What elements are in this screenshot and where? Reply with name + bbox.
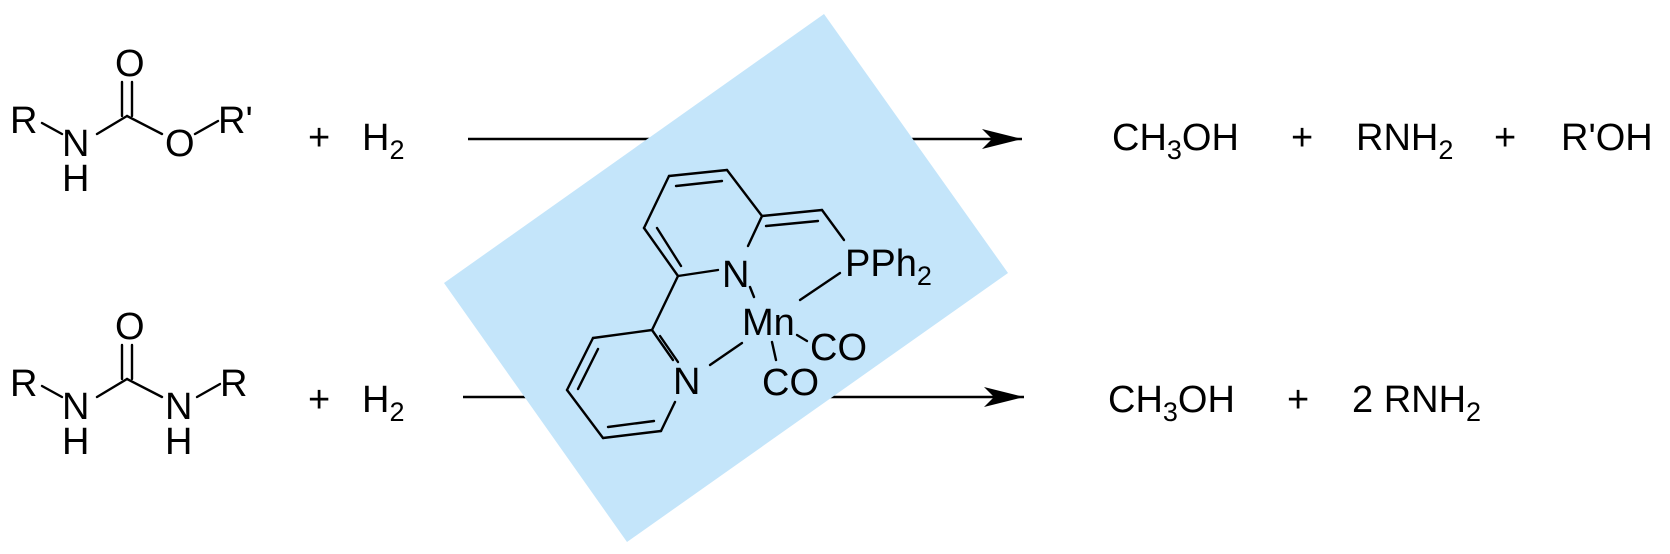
bond-ring1-inner [674, 179, 724, 188]
atom-manganese: Mn [742, 302, 795, 344]
bond-n-c [95, 114, 129, 136]
atom-o-carbonyl: O [115, 43, 145, 85]
bond-ring2-inner [576, 347, 600, 391]
bond-ring1 [676, 268, 720, 278]
hydrogen-reagent: H2 [362, 117, 404, 165]
product-methanol: CH3OH [1112, 117, 1239, 165]
bond-c-n-right [125, 377, 164, 399]
plus-sign: + [1494, 117, 1516, 159]
bond-ring1 [725, 168, 764, 218]
atom-n-pyridine-lower: N [673, 361, 700, 403]
catalyst-backdrop [444, 14, 1008, 542]
bond-c-o-ester [125, 114, 164, 136]
bond-biaryl [650, 274, 680, 332]
plus-sign: + [308, 117, 330, 159]
atom-r-left: R [10, 363, 37, 405]
bond-ring2 [565, 336, 595, 392]
bond-mn-co [770, 340, 778, 362]
atom-r-prime: R' [218, 100, 253, 142]
bond-n-c-left [95, 377, 129, 399]
bond-ring1 [642, 226, 680, 278]
bond-exocyclic-inner [764, 219, 820, 228]
bond-c-p [820, 208, 846, 242]
bond-ring2-inner [658, 334, 680, 364]
atom-h: H [62, 158, 89, 200]
atom-o-ester: O [165, 123, 195, 165]
bond-ring1 [667, 168, 729, 178]
plus-sign: + [1287, 379, 1309, 421]
product-alcohol: R'OH [1561, 117, 1653, 159]
hydrogen-reagent: H2 [362, 379, 404, 427]
bond-ring2 [601, 429, 663, 440]
product-amine: RNH2 [1356, 117, 1453, 165]
ligand-carbonyl: CO [810, 327, 867, 369]
atom-phosphine: PPh2 [845, 243, 932, 291]
carbamate-structure: R N H O O R' [10, 43, 253, 200]
atom-n-left: N [62, 386, 89, 428]
atom-n-right: N [165, 386, 192, 428]
atom-r-right: R [220, 363, 247, 405]
bond-ring2 [650, 328, 675, 362]
bond-r-n-left [40, 384, 64, 399]
atom-n-pyridine-upper: N [722, 254, 749, 296]
bond-mn-co [795, 333, 809, 343]
bond-ring2 [565, 388, 605, 440]
bond-ring1 [642, 174, 671, 230]
bond-r-n [40, 121, 64, 136]
bond-ring2 [659, 400, 677, 433]
bond-o-r [193, 119, 220, 136]
atom-r-left: R [10, 100, 37, 142]
bond-ring1 [746, 214, 764, 248]
bond-mn-n-upper [748, 285, 756, 299]
bond-n-r-right [195, 382, 222, 399]
bond-mn-p [798, 271, 842, 302]
bond-mn-n-lower [708, 341, 744, 367]
urea-structure: R N H O N H R [10, 306, 247, 463]
atom-h-right: H [165, 421, 192, 463]
bond-ring1-inner [655, 226, 683, 268]
plus-sign: + [1291, 117, 1313, 159]
product-amine: 2 RNH2 [1352, 379, 1481, 427]
atom-n: N [62, 123, 89, 165]
bond-ring2 [591, 328, 654, 340]
bond-ring2-inner [606, 419, 656, 429]
product-methanol: CH3OH [1108, 379, 1235, 427]
atom-h-left: H [62, 421, 89, 463]
atom-o-carbonyl: O [115, 306, 145, 348]
catalyst-structure: N N Mn PPh2 CO CO [565, 168, 932, 440]
plus-sign: + [308, 379, 330, 421]
bond-exocyclic [760, 208, 824, 218]
ligand-carbonyl: CO [762, 362, 819, 404]
